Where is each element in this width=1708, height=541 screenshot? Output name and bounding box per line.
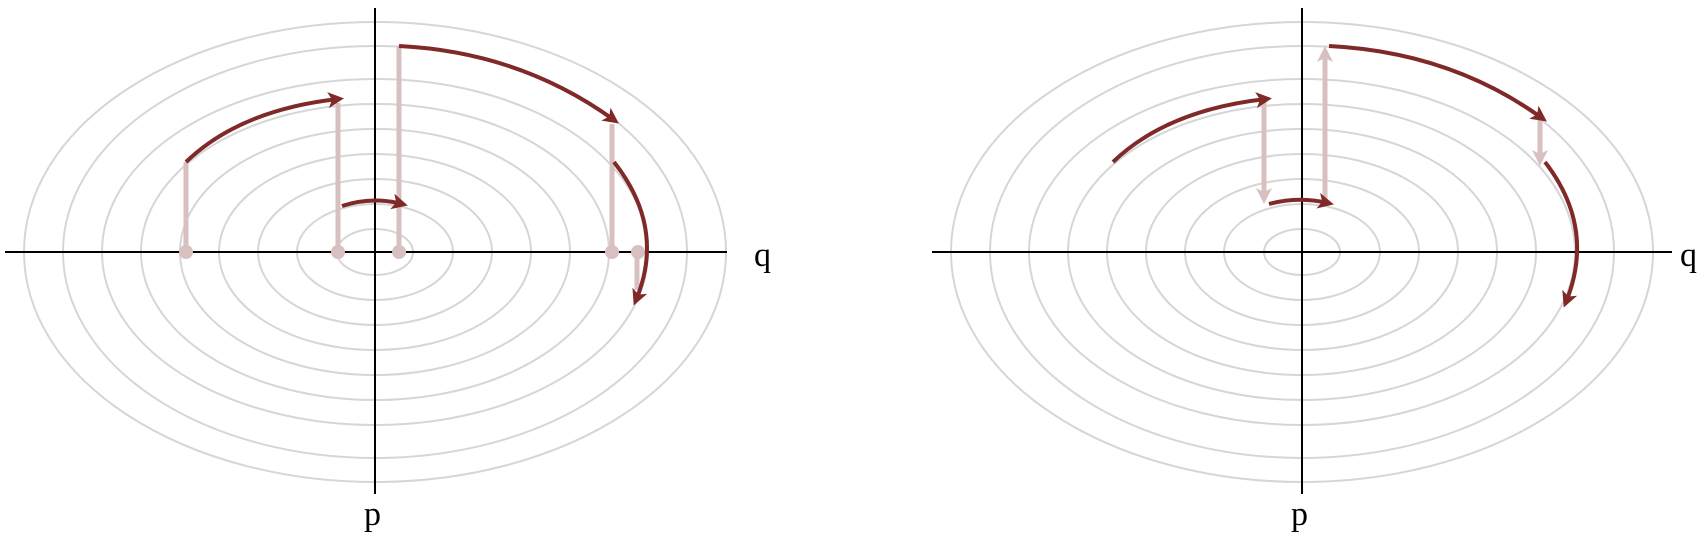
right-flow [1111,44,1580,308]
kick-start-dot [631,245,645,259]
left-flow [184,44,649,306]
flow-arc [1328,44,1547,122]
kick-start-dot [331,245,345,259]
flow-arc [341,193,408,210]
right-panel: q p [932,8,1697,533]
flow-arc [1111,92,1272,164]
q-axis-label: q [754,237,771,274]
right-kicks [1256,46,1548,204]
right-axes [932,8,1672,494]
flow-arc [612,160,649,306]
flow-arc [398,44,619,124]
flow-arc [1268,192,1334,209]
kick-start-dot [392,245,406,259]
kick-start-dot [179,245,193,259]
left-kicks [179,46,645,290]
flow-arc [184,92,344,164]
left-panel: q p [5,8,771,533]
kick-start-dot [605,245,619,259]
p-axis-label: p [364,496,381,533]
flow-arc [1543,160,1580,308]
p-axis-label: p [1291,496,1308,533]
q-axis-label: q [1680,237,1697,274]
